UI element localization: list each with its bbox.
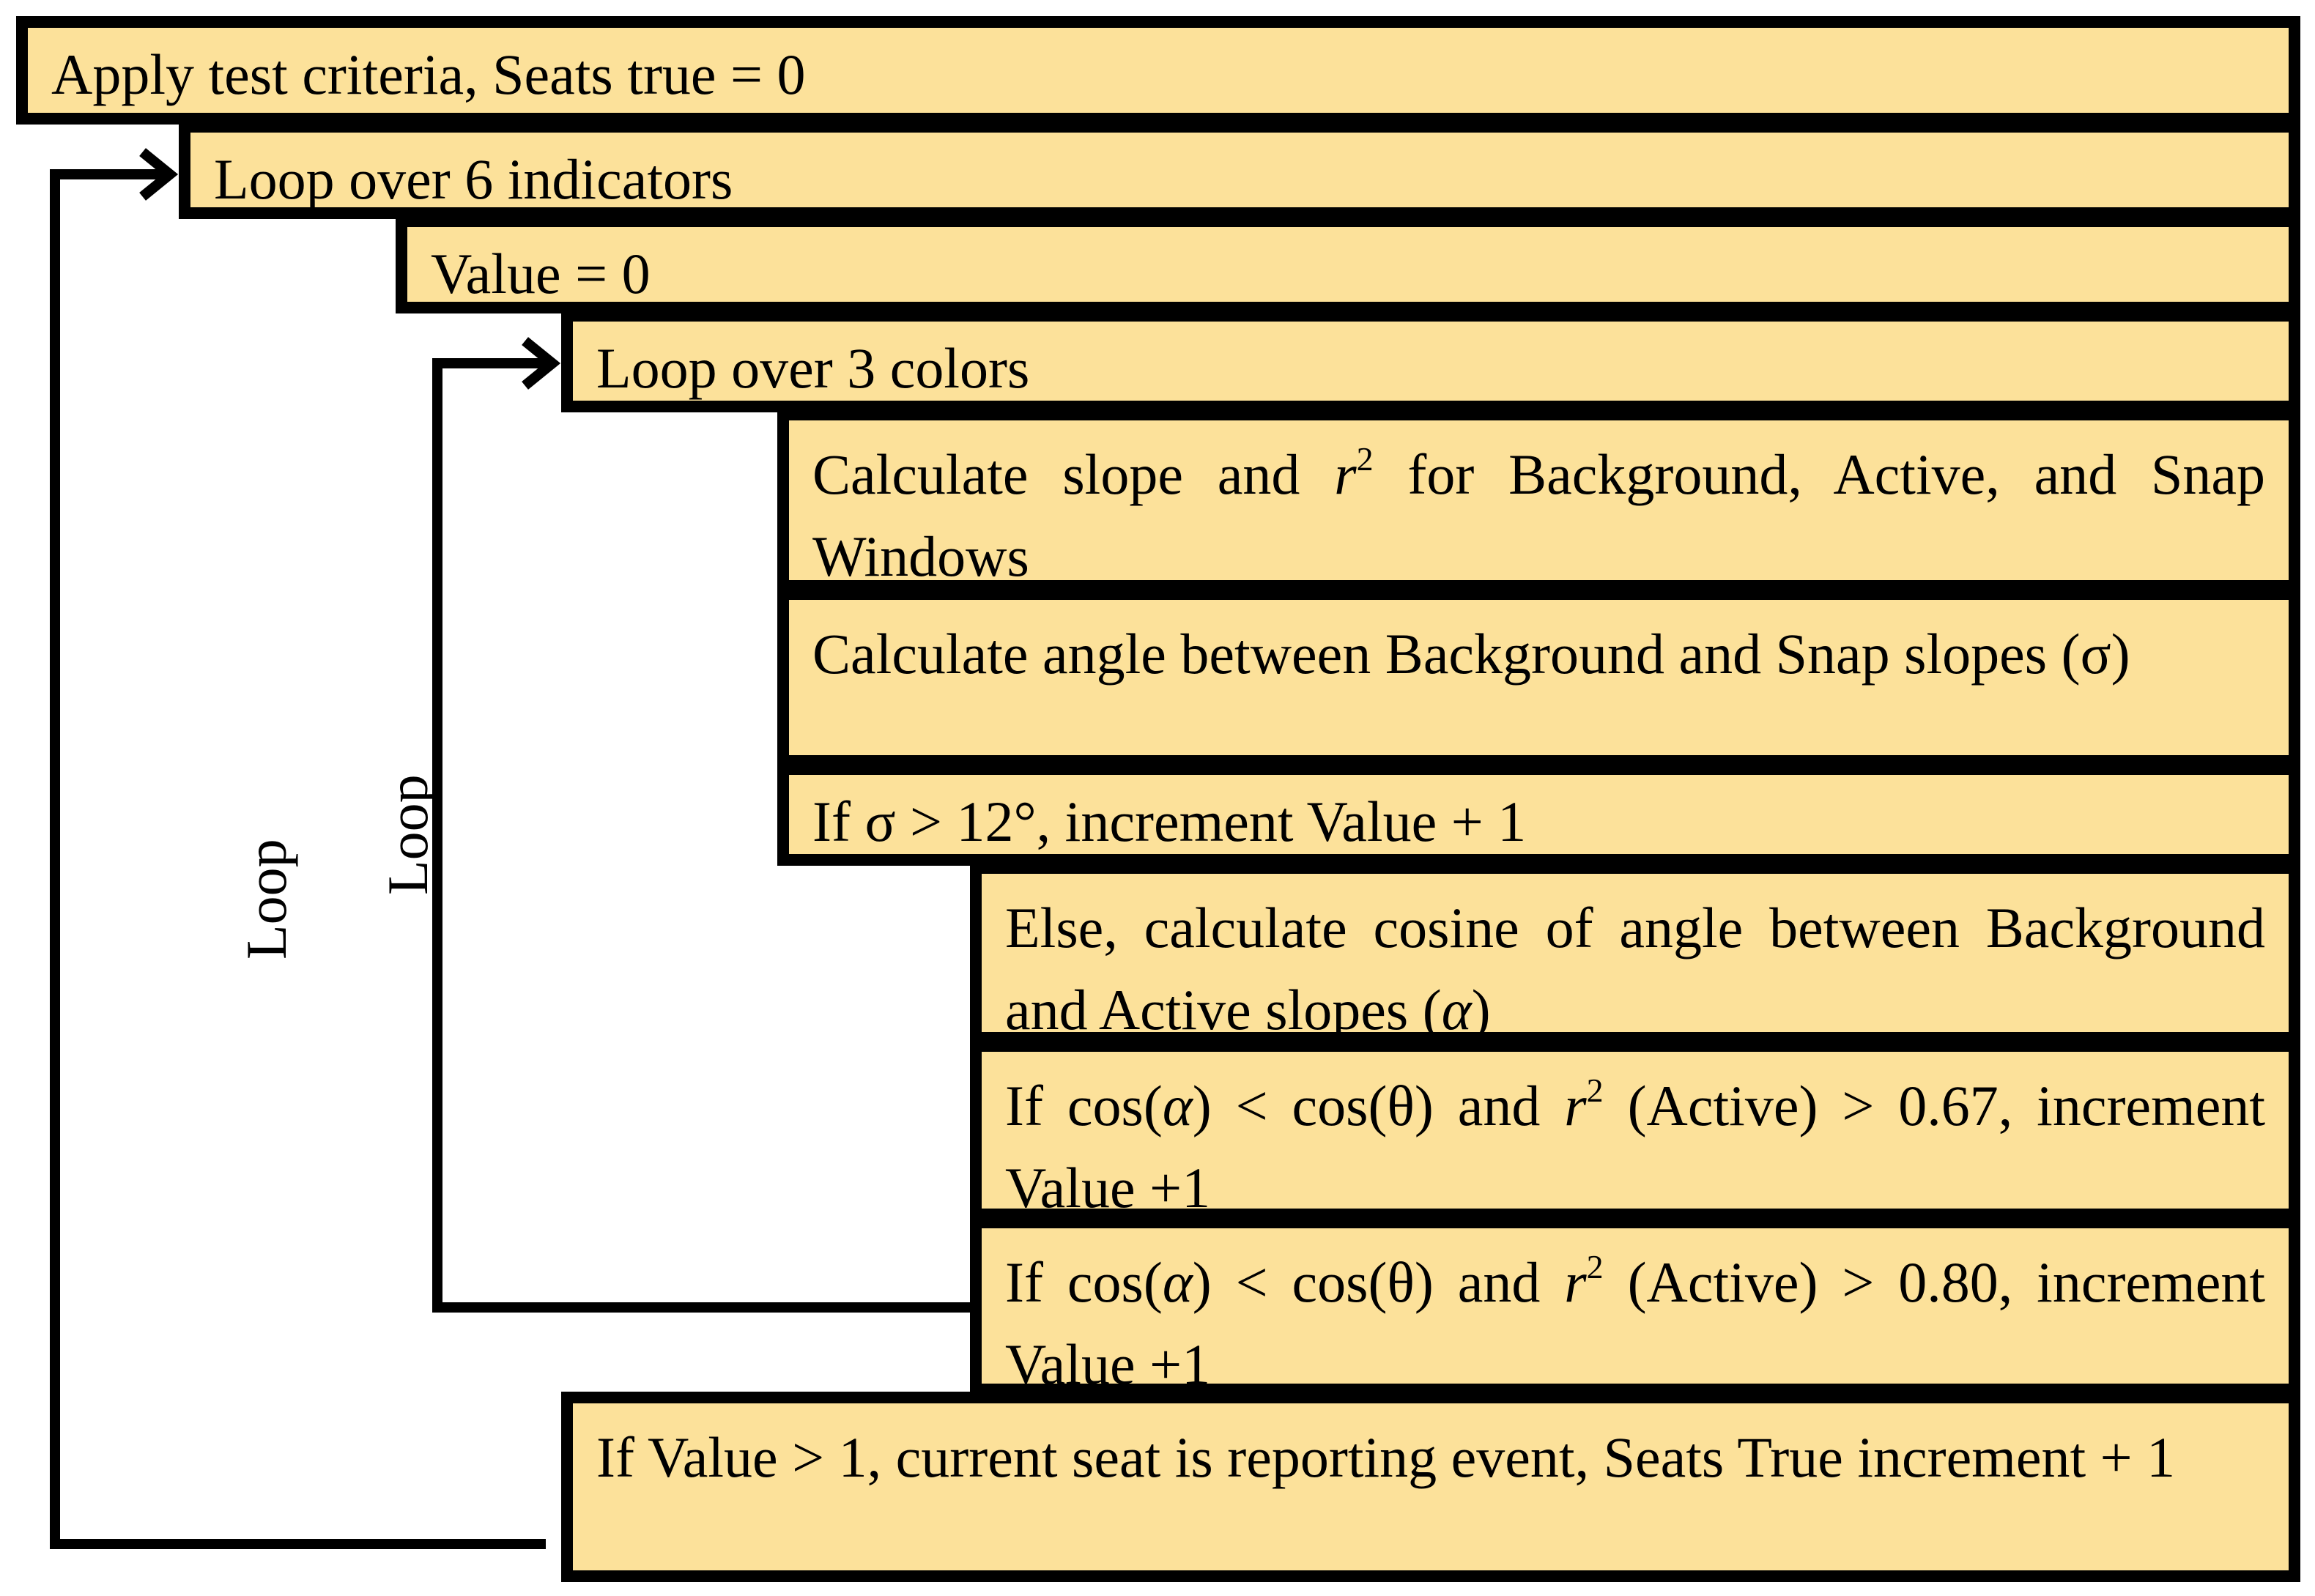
- inner-loop-label: Loop: [376, 774, 440, 895]
- inner-loop-arrowhead: [522, 337, 561, 390]
- outer-loop-label: Loop: [234, 839, 298, 960]
- calculate-angle-text: Calculate angle between Background and S…: [812, 622, 2130, 686]
- else-cosine-text: Else, calculate cosine of angle between …: [1005, 896, 2265, 1042]
- if-cos-080-box: If cos(α) < cos(θ) and r2 (Active) > 0.8…: [970, 1217, 2300, 1395]
- if-value-text: If Value > 1, current seat is reporting …: [596, 1425, 2176, 1489]
- loop-colors-box: Loop over 3 colors: [561, 310, 2300, 412]
- outer-loop-arrowhead: [139, 148, 179, 201]
- value-zero-box: Value = 0: [396, 215, 2300, 313]
- if-cos-080-text: If cos(α) < cos(θ) and r2 (Active) > 0.8…: [1005, 1248, 2265, 1395]
- value-zero-text: Value = 0: [431, 242, 651, 305]
- apply-test-criteria-box: Apply test criteria, Seats true = 0: [16, 16, 2300, 125]
- loop-indicators-box: Loop over 6 indicators: [179, 121, 2300, 219]
- calculate-slope-text: Calculate slope and r2 for Background, A…: [812, 440, 2265, 588]
- if-sigma-box: If σ > 12°, increment Value + 1: [777, 763, 2300, 866]
- outer-loop-line: [50, 169, 546, 1549]
- calculate-slope-box: Calculate slope and r2 for Background, A…: [777, 409, 2300, 592]
- loop-colors-text: Loop over 3 colors: [596, 336, 1030, 400]
- loop-indicators-text: Loop over 6 indicators: [214, 147, 733, 211]
- if-cos-067-box: If cos(α) < cos(θ) and r2 (Active) > 0.6…: [970, 1040, 2300, 1220]
- if-sigma-text: If σ > 12°, increment Value + 1: [812, 790, 1527, 853]
- if-value-box: If Value > 1, current seat is reporting …: [561, 1392, 2300, 1582]
- apply-test-criteria-text: Apply test criteria, Seats true = 0: [51, 42, 806, 106]
- else-cosine-box: Else, calculate cosine of angle between …: [970, 862, 2300, 1044]
- if-cos-067-text: If cos(α) < cos(θ) and r2 (Active) > 0.6…: [1005, 1072, 2265, 1220]
- calculate-angle-box: Calculate angle between Background and S…: [777, 588, 2300, 767]
